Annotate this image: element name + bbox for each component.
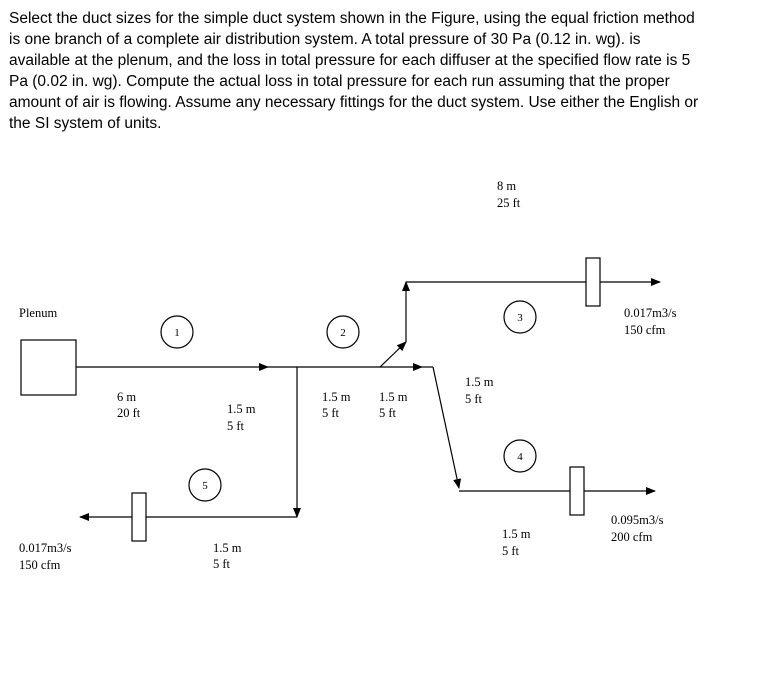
length-seg1-m: 6 m bbox=[117, 390, 136, 404]
damper-4 bbox=[569, 466, 585, 516]
length-seg5drop-m: 1.5 m bbox=[227, 402, 256, 416]
length-seg3-ft: 25 ft bbox=[497, 196, 521, 210]
flow-outlet3-ip: 150 cfm bbox=[624, 323, 666, 337]
problem-text: Select the duct sizes for the simple duc… bbox=[9, 10, 699, 132]
plenum-label: Plenum bbox=[19, 306, 57, 320]
length-seg4diag-m: 1.5 m bbox=[465, 375, 494, 389]
length-seg4diag-ft: 5 ft bbox=[465, 392, 483, 406]
length-seg4-m: 1.5 m bbox=[502, 527, 531, 541]
section-2-number: 2 bbox=[340, 327, 346, 339]
flow-outlet5-ip: 150 cfm bbox=[19, 558, 61, 572]
section-5-number: 5 bbox=[202, 480, 208, 492]
duct-diag-up bbox=[379, 341, 407, 368]
section-3-number: 3 bbox=[517, 312, 523, 324]
length-seg5drop-ft: 5 ft bbox=[227, 419, 245, 433]
length-seg2-m: 1.5 m bbox=[322, 390, 351, 404]
length-seg5-m: 1.5 m bbox=[213, 541, 242, 555]
section-2-circle bbox=[326, 315, 360, 349]
section-4-circle bbox=[503, 439, 537, 473]
length-seg3-m: 8 m bbox=[497, 179, 516, 193]
length-seg2-ft: 5 ft bbox=[322, 406, 340, 420]
damper-3 bbox=[585, 257, 601, 307]
damper-5 bbox=[131, 492, 147, 542]
section-1-number: 1 bbox=[174, 327, 180, 339]
section-4-number: 4 bbox=[517, 451, 523, 463]
flow-outlet4-si: 0.095m3/s bbox=[611, 513, 664, 527]
problem-statement: Select the duct sizes for the simple duc… bbox=[9, 8, 699, 134]
flow-outlet4-ip: 200 cfm bbox=[611, 530, 653, 544]
length-seg5-ft: 5 ft bbox=[213, 557, 231, 571]
flow-outlet5-si: 0.017m3/s bbox=[19, 541, 72, 555]
section-1-circle bbox=[160, 315, 194, 349]
length-seg1-ft: 20 ft bbox=[117, 406, 141, 420]
length-riser-m: 1.5 m bbox=[379, 390, 408, 404]
length-seg4-ft: 5 ft bbox=[502, 544, 520, 558]
section-5-circle bbox=[188, 468, 222, 502]
length-riser-ft: 5 ft bbox=[379, 406, 397, 420]
section-3-circle bbox=[503, 300, 537, 334]
flow-outlet3-si: 0.017m3/s bbox=[624, 306, 677, 320]
plenum-box bbox=[20, 339, 77, 396]
duct-diag-down bbox=[432, 366, 462, 489]
